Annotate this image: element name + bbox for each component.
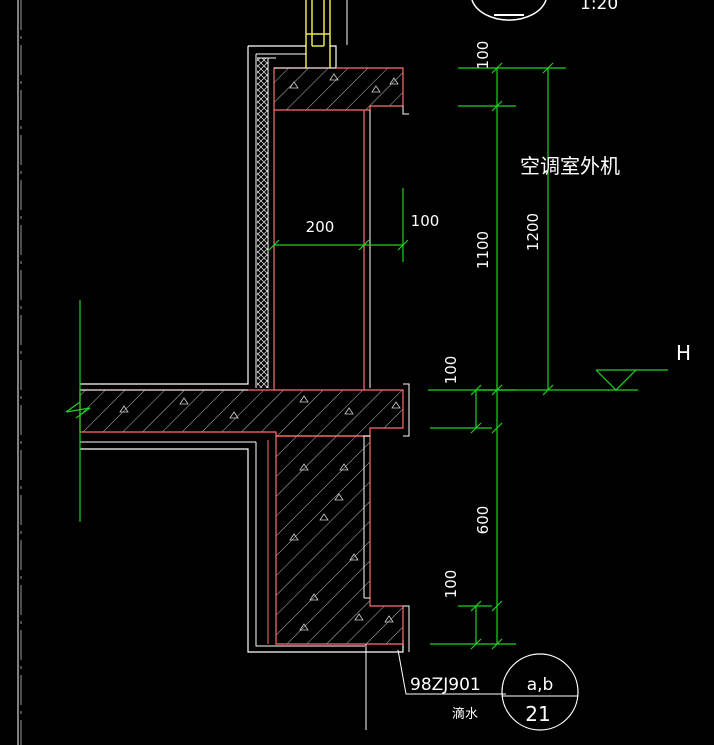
concrete-aggregate-marks <box>119 73 401 631</box>
dim-600: 600 <box>474 506 492 535</box>
level-mark: H <box>428 341 691 391</box>
floor-slab <box>79 383 410 443</box>
wall-inner-outline <box>255 53 365 647</box>
title-circle-fragment <box>471 0 547 21</box>
outdoor-unit-label: 空调室外机 <box>520 154 620 178</box>
reference-standard: 98ZJ901 <box>410 675 481 695</box>
insulation-layer-upper <box>257 58 268 388</box>
window-frame <box>305 0 331 68</box>
left-reference-lines <box>17 0 22 745</box>
dim-bottom-100: 100 <box>442 570 460 599</box>
break-line <box>65 300 91 522</box>
detail-code: a,b <box>527 675 554 695</box>
dimension-chain <box>268 62 566 650</box>
lower-beam <box>267 435 410 652</box>
dim-top-100: 100 <box>474 41 492 70</box>
side-wall <box>273 110 365 390</box>
scale-text: 1:20 <box>580 0 618 14</box>
reference-note: 滴水 <box>452 706 478 722</box>
dim-200: 200 <box>306 218 335 236</box>
dim-1200: 1200 <box>524 213 542 251</box>
sheet-number: 21 <box>525 702 550 726</box>
wall-outer-outline <box>80 45 404 653</box>
upper-ledge <box>273 67 409 388</box>
level-mark-label: H <box>676 341 691 365</box>
detail-callout-circle <box>501 653 579 731</box>
dim-mid-100: 100 <box>442 356 460 385</box>
dim-100-right: 100 <box>411 212 440 230</box>
dim-1100: 1100 <box>474 231 492 269</box>
reference-leader <box>365 644 506 730</box>
